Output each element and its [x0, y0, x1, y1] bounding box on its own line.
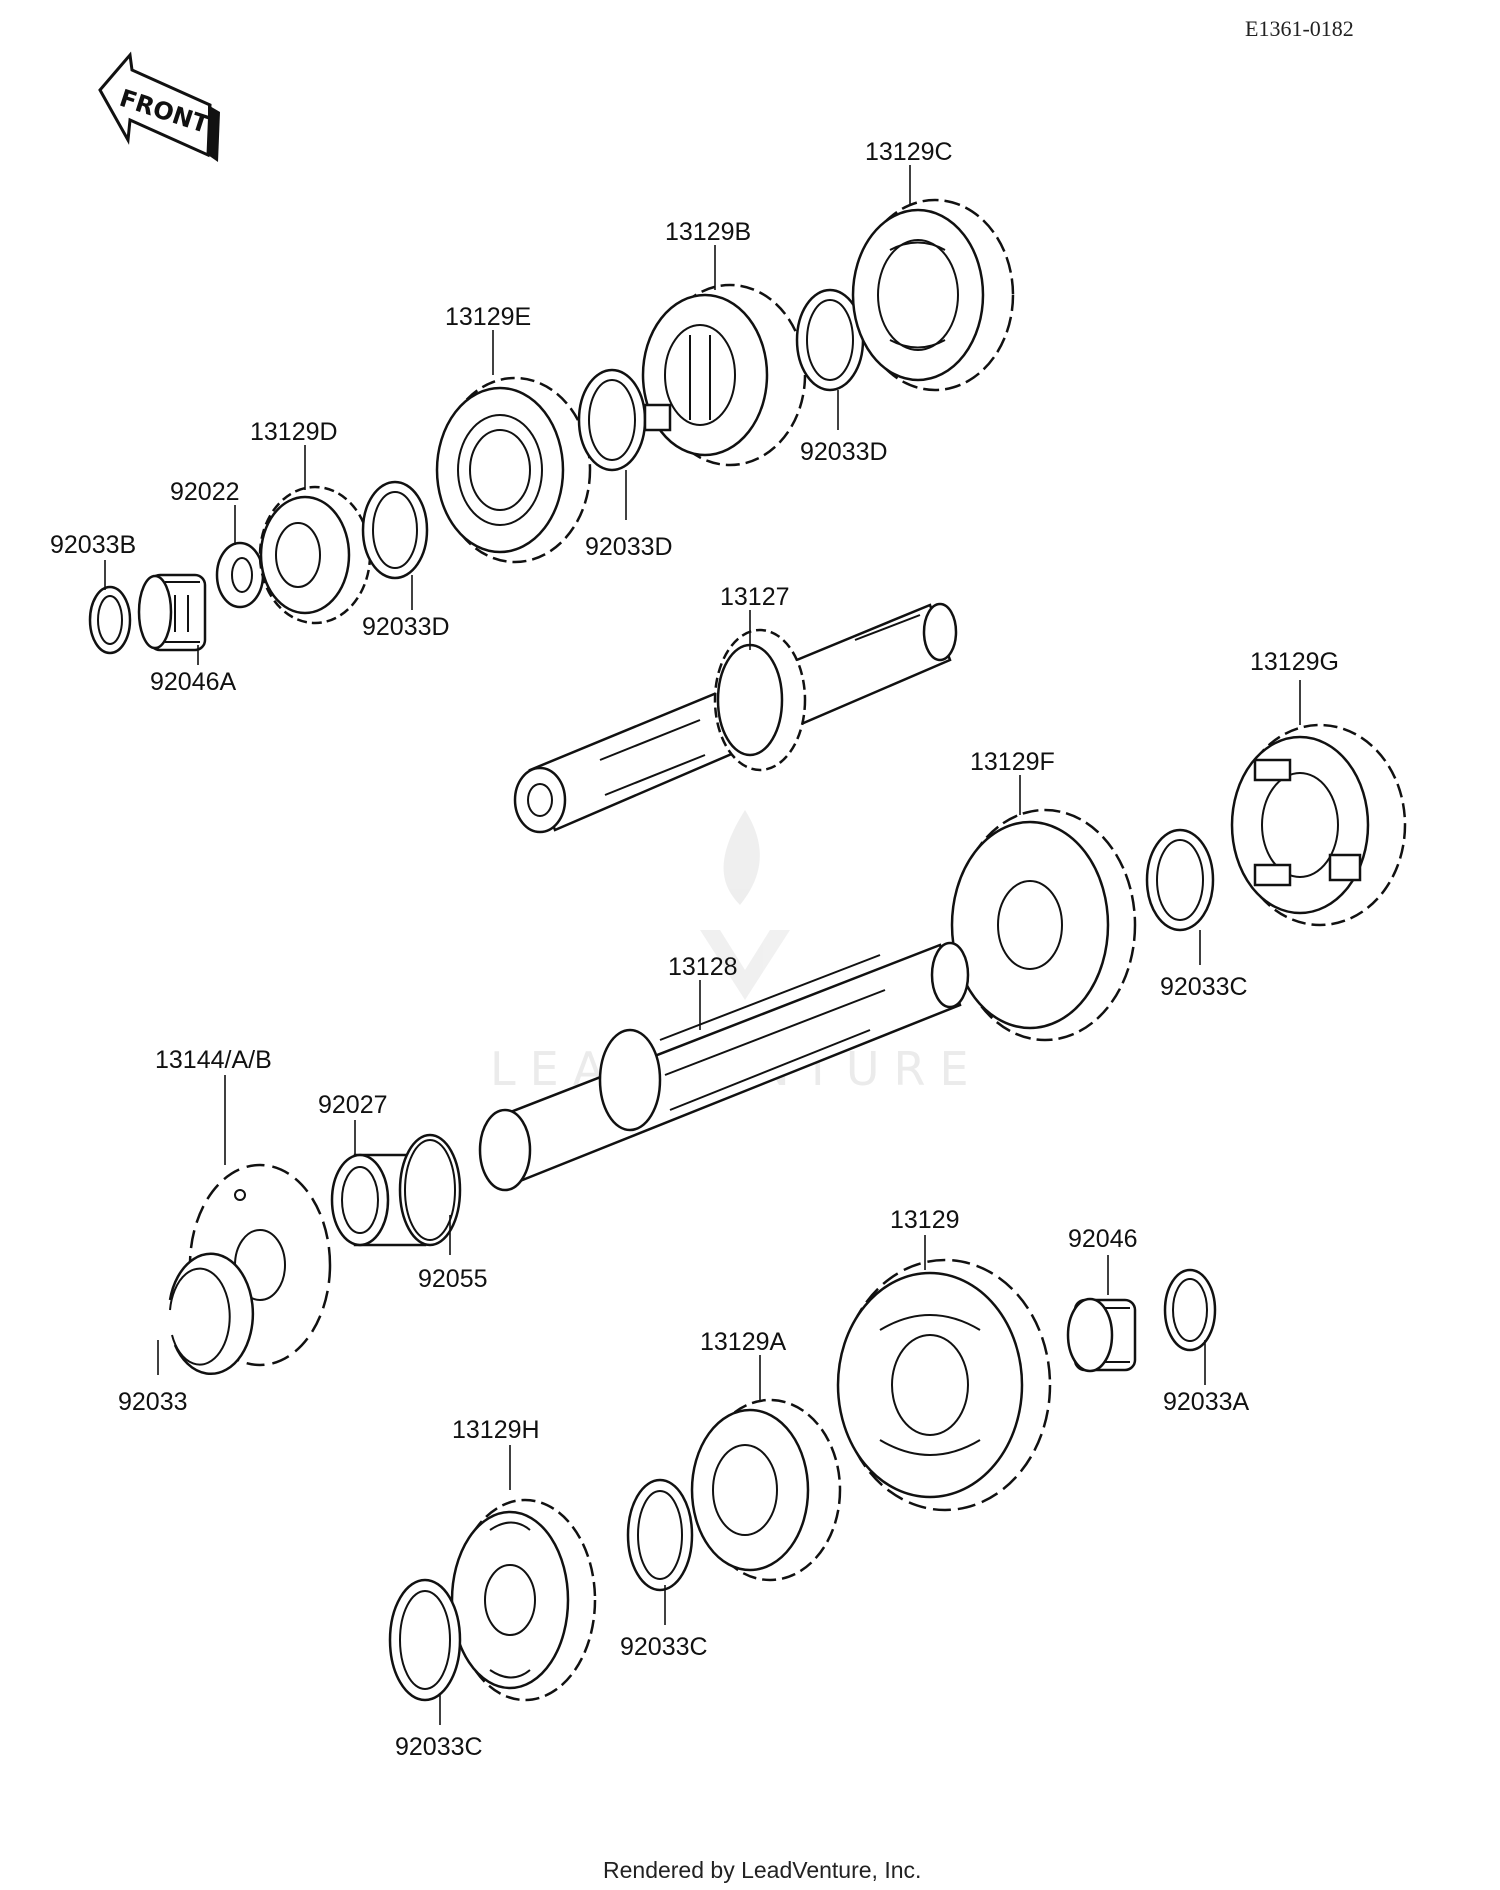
gear-13129f	[950, 808, 1137, 1042]
label-92033: 92033	[118, 1388, 188, 1416]
washer-92022	[215, 541, 265, 609]
label-13129c: 13129C	[865, 138, 953, 166]
circlip-92033c-1	[1145, 828, 1215, 932]
needle-bearing-92046a	[137, 573, 207, 652]
label-13129: 13129	[890, 1206, 960, 1234]
circlip-92033d-1	[361, 480, 429, 580]
footer-credit: Rendered by LeadVenture, Inc.	[603, 1857, 921, 1883]
front-arrow-icon: FRONT	[98, 51, 220, 162]
label-13129d: 13129D	[250, 418, 338, 446]
gear-13129b	[641, 283, 807, 467]
needle-bearing-92046	[1066, 1297, 1137, 1373]
label-92022: 92022	[170, 478, 240, 506]
gear-13129a	[690, 1398, 842, 1582]
gear-13129d	[258, 485, 372, 625]
label-92027: 92027	[318, 1091, 388, 1119]
circlip-92033b	[88, 585, 132, 655]
label-13129f: 13129F	[970, 748, 1055, 776]
circlip-92033d-3	[795, 288, 865, 392]
label-13129b: 13129B	[665, 218, 751, 246]
label-13129e: 13129E	[445, 303, 531, 331]
gear-13129c	[851, 198, 1015, 392]
label-13129a: 13129A	[700, 1328, 787, 1356]
diagram-code: E1361-0182	[1245, 16, 1354, 41]
circlip-92033	[168, 1252, 255, 1376]
shaft-13128	[478, 941, 970, 1192]
label-13129g: 13129G	[1250, 648, 1339, 676]
label-92033c-1: 92033C	[1160, 973, 1248, 1001]
gear-13129	[836, 1258, 1052, 1512]
label-92033d-1: 92033D	[362, 613, 450, 641]
o-ring-92055	[398, 1133, 462, 1247]
circlip-92033c-3	[388, 1578, 462, 1702]
label-92033d-2: 92033D	[585, 533, 673, 561]
gear-13129g	[1230, 723, 1407, 927]
label-92033a: 92033A	[1163, 1388, 1250, 1416]
label-92046: 92046	[1068, 1225, 1138, 1253]
circlip-92033d-2	[577, 368, 647, 472]
label-92033c-2: 92033C	[620, 1633, 708, 1661]
label-92033d-3: 92033D	[800, 438, 888, 466]
leader-lines	[104, 165, 1301, 1725]
label-13127: 13127	[720, 583, 790, 611]
circlip-92033c-2	[626, 1478, 694, 1592]
label-13129h: 13129H	[452, 1416, 540, 1444]
label-92055: 92055	[418, 1265, 488, 1293]
shaft-13127	[513, 602, 958, 834]
collar-92027	[330, 1153, 427, 1247]
label-92046a: 92046A	[150, 668, 237, 696]
gear-13129e	[435, 376, 592, 564]
label-92033c-3: 92033C	[395, 1733, 483, 1761]
circlip-92033a	[1163, 1268, 1217, 1352]
label-92033b: 92033B	[50, 531, 136, 559]
gear-13129h	[450, 1498, 597, 1702]
label-13128: 13128	[668, 953, 738, 981]
label-13144ab: 13144/A/B	[155, 1046, 272, 1074]
part-labels: 13129C 13129B 13129E 13129D 92022 92033B…	[50, 138, 1339, 1761]
